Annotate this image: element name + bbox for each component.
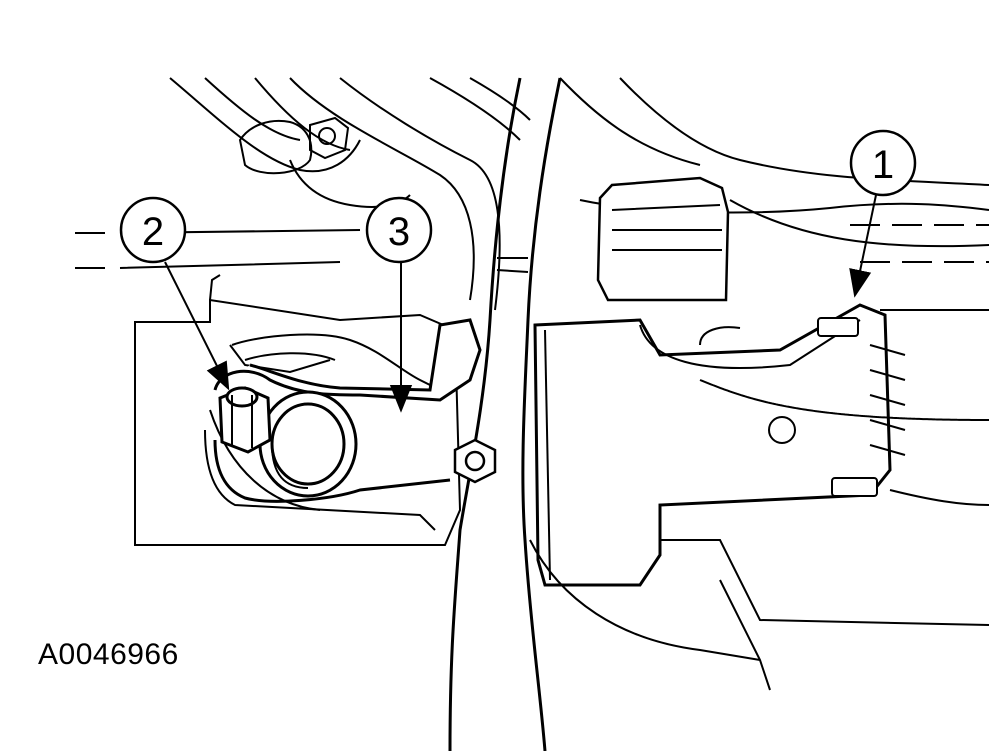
callout-1: 1 <box>849 129 917 298</box>
harness-clip <box>596 176 730 302</box>
bushing <box>258 390 358 498</box>
callout-2: 2 <box>119 196 230 391</box>
electrical-connector <box>533 303 906 587</box>
wiring-harness <box>448 77 562 751</box>
bracket <box>213 318 482 503</box>
figure-id: A0046966 <box>38 638 179 671</box>
nut <box>218 386 272 454</box>
callout-3-label: 3 <box>388 210 410 254</box>
lower-nut <box>453 438 497 484</box>
callout-3: 3 <box>365 196 433 413</box>
callout-1-label: 1 <box>872 143 894 187</box>
lower-housing <box>529 309 989 691</box>
callout-2-label: 2 <box>142 210 164 254</box>
